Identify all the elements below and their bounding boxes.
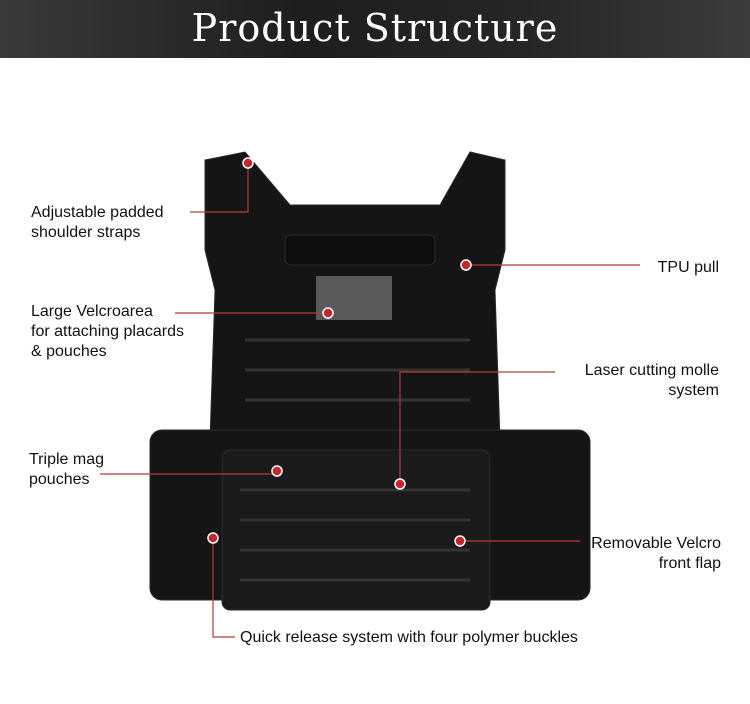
triple-dot <box>271 465 283 477</box>
label-molle: Laser cutting molle system <box>584 362 719 399</box>
label-triple-mag: Triple mag pouches <box>29 451 104 488</box>
shoulder-dot <box>242 157 254 169</box>
page-title: Product Structure <box>191 6 559 50</box>
molle-dot <box>394 478 406 490</box>
quick-dot <box>207 532 219 544</box>
tpu-dot <box>460 259 472 271</box>
label-front-flap: Removable Velcro front flap <box>591 535 721 572</box>
velcro-dot <box>322 307 334 319</box>
label-tpu-pull: TPU pull <box>657 259 719 276</box>
header-banner: Product Structure <box>0 0 750 58</box>
flap-dot <box>454 535 466 547</box>
callout-lines <box>100 163 640 638</box>
label-quick-release: Quick release system with four polymer b… <box>240 629 578 646</box>
label-velcro-area: Large Velcroarea for attaching placards … <box>31 303 184 360</box>
label-shoulder-straps: Adjustable padded shoulder straps <box>31 204 164 241</box>
